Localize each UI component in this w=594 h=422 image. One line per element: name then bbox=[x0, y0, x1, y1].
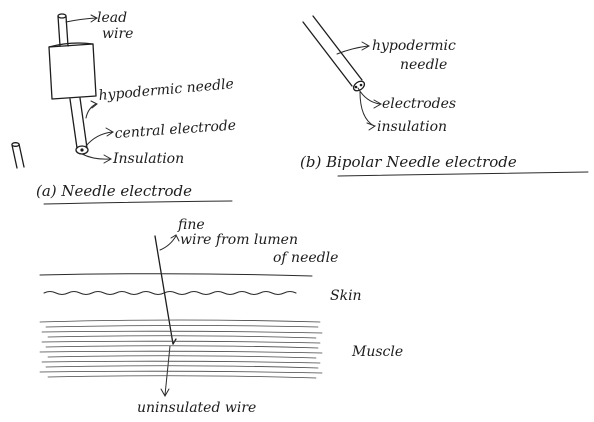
label-lead: lead bbox=[97, 10, 127, 26]
central-electrode-arrow bbox=[86, 132, 112, 146]
caption-a-underline bbox=[44, 201, 232, 204]
muscle-fiber bbox=[48, 356, 316, 358]
caption-a: (a) Needle electrode bbox=[36, 182, 192, 200]
label-wire-from-lumen: wire from lumen bbox=[180, 232, 298, 248]
label-hypodermic-b: hypodermic bbox=[372, 38, 456, 54]
panel-a-labels: lead wire hypodermic needle central elec… bbox=[36, 10, 237, 204]
label-hypodermic-needle: hypodermic needle bbox=[98, 76, 235, 104]
needle-hub bbox=[49, 44, 96, 99]
muscle-fiber bbox=[48, 336, 316, 338]
label-fine: fine bbox=[177, 217, 205, 233]
muscle-fiber bbox=[46, 346, 318, 348]
label-central-electrode: central electrode bbox=[114, 118, 236, 142]
label-muscle: Muscle bbox=[351, 344, 403, 360]
label-wire: wire bbox=[102, 26, 133, 42]
label-needle-b: needle bbox=[400, 57, 447, 73]
bipolar-needle-shaft bbox=[303, 16, 362, 86]
insulation-b-arrowhead bbox=[367, 123, 375, 130]
label-electrodes: electrodes bbox=[382, 96, 456, 112]
muscle-fiber bbox=[42, 331, 322, 333]
label-of-needle: of needle bbox=[273, 250, 338, 266]
insulation-b-arrow bbox=[360, 92, 374, 126]
label-insulation-b: insulation bbox=[377, 119, 447, 135]
needle-shaft bbox=[70, 98, 87, 148]
muscle-fiber bbox=[46, 326, 318, 328]
fine-wire-drawing bbox=[155, 235, 179, 396]
skin-wavy-line bbox=[44, 292, 296, 295]
lead-wire-end bbox=[58, 14, 66, 18]
muscle-fiber bbox=[40, 371, 322, 373]
label-skin: Skin bbox=[330, 288, 362, 304]
lead-wire bbox=[58, 16, 68, 46]
needle-segment-end bbox=[12, 143, 19, 147]
muscle-fiber bbox=[40, 351, 322, 353]
muscle-fiber bbox=[42, 341, 320, 343]
electrode-dot-2 bbox=[360, 84, 363, 87]
bipolar-needle-tip bbox=[352, 79, 366, 92]
fine-wire-arrow bbox=[160, 236, 176, 250]
panel-b-labels: hypodermic needle electrodes insulation … bbox=[300, 38, 588, 176]
needle-segment bbox=[12, 144, 24, 168]
caption-b-underline bbox=[338, 172, 588, 176]
skin-surface-line bbox=[40, 274, 312, 276]
fine-wire bbox=[155, 236, 173, 344]
electrode-dot-1 bbox=[355, 86, 358, 89]
bipolar-needle-drawing bbox=[303, 16, 366, 93]
tissue-layers bbox=[40, 274, 322, 378]
central-electrode-dot bbox=[80, 148, 83, 151]
muscle-fiber bbox=[48, 376, 316, 378]
panel-c-labels: fine wire from lumen of needle Skin Musc… bbox=[137, 217, 403, 416]
label-uninsulated-wire: uninsulated wire bbox=[137, 400, 256, 416]
caption-b: (b) Bipolar Needle electrode bbox=[300, 153, 517, 171]
label-insulation-a: Insulation bbox=[112, 151, 184, 167]
muscle-fiber bbox=[42, 361, 320, 363]
muscle-fiber bbox=[46, 366, 318, 368]
needle-electrode-drawing bbox=[12, 14, 96, 168]
uninsulated-arrow bbox=[165, 346, 170, 395]
muscle-fiber bbox=[40, 320, 320, 322]
